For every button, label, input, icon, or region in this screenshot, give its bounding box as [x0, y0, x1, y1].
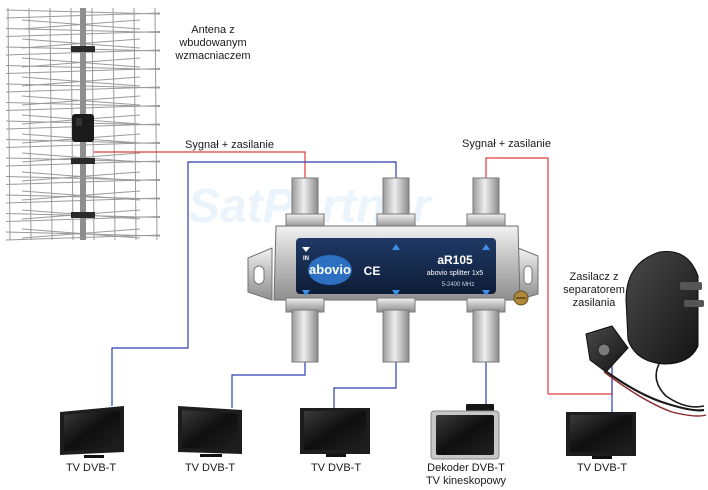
splitter-top-connector-3[interactable] [466, 177, 506, 229]
output-label-4-line-2: TV kineskopowy [426, 475, 507, 487]
antenna-amplifier [72, 114, 94, 142]
psu-label-line-2: separatorem [563, 284, 625, 296]
psu-feed-label: Sygnał + zasilanie [462, 138, 551, 150]
down-arrow-icon [392, 290, 400, 296]
power-supply [585, 251, 707, 417]
wire-out-1 [111, 161, 397, 406]
wire-out-2 [231, 362, 306, 408]
wire-out-3 [333, 362, 397, 410]
antenna [5, 7, 161, 241]
input-arrow-icon [302, 247, 310, 252]
up-arrow-icon [482, 244, 490, 250]
output-label-2: TV DVB-T [185, 462, 235, 474]
abovio-logo [308, 255, 352, 285]
tv-1 [60, 406, 124, 458]
splitter-top-connector-2[interactable] [376, 177, 416, 229]
ce-mark: CE [364, 264, 381, 278]
up-arrow-icon [392, 244, 400, 250]
splitter-frequency: 5-2400 MHz [442, 282, 475, 288]
splitter-model: aR105 [437, 253, 473, 267]
decoder-box [466, 404, 494, 411]
splitter-bottom-connector-3[interactable] [466, 297, 506, 363]
ground-screw [513, 290, 529, 306]
splitter-input-connector[interactable] [285, 177, 325, 229]
splitter-subtitle: abovio splitter 1x5 [427, 270, 484, 277]
splitter-input-label: IN [303, 256, 309, 262]
down-arrow-icon [302, 290, 310, 296]
splitter: abovio CE aR105 abovio splitter 1x5 5-24… [247, 177, 539, 363]
splitter-bottom-connector-2[interactable] [376, 297, 416, 363]
tv-2 [178, 406, 242, 457]
psu-label-line-3: zasilania [573, 297, 617, 309]
splitter-bottom-connector-1[interactable] [285, 297, 325, 363]
output-label-5: TV DVB-T [577, 462, 627, 474]
wire-antenna-to-splitter-in [94, 151, 306, 180]
tv-5 [566, 412, 636, 459]
psu-label-line-1: Zasilacz z [570, 271, 619, 283]
tv-3 [300, 408, 370, 457]
antenna-label-line-3: wzmacniaczem [174, 50, 250, 62]
antenna-label-line-2: wbudowanym [178, 37, 246, 49]
splitter-brand: abovio [309, 262, 351, 277]
output-label-3: TV DVB-T [311, 462, 361, 474]
crt-tv-with-decoder [430, 404, 500, 460]
down-arrow-icon [482, 290, 490, 296]
output-label-4-line-1: Dekoder DVB-T [427, 462, 505, 474]
antenna-feed-label: Sygnał + zasilanie [185, 139, 274, 151]
output-label-1: TV DVB-T [66, 462, 116, 474]
antenna-label-line-1: Antena z [191, 24, 234, 36]
wire-psu-to-splitter [485, 157, 549, 394]
